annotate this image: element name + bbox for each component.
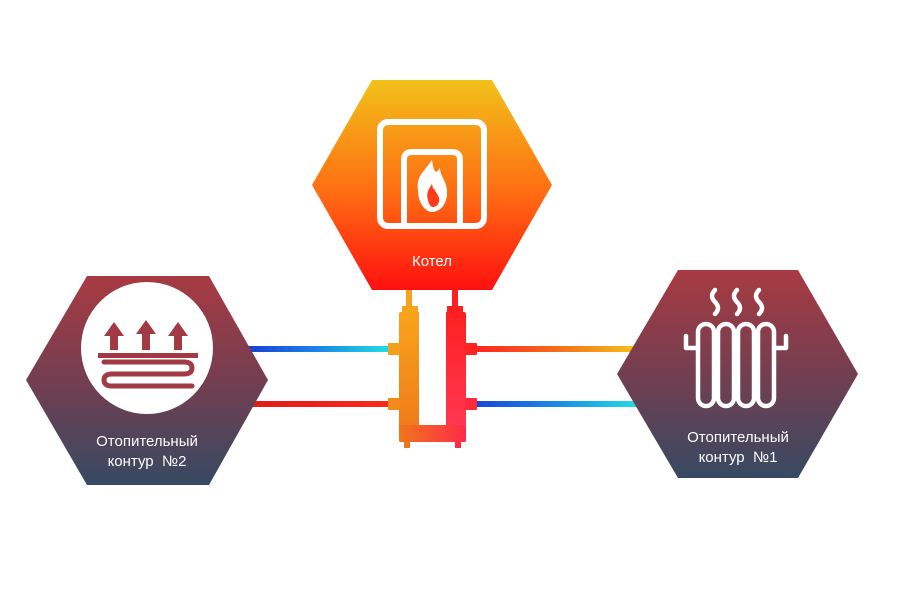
circuit-2-label-line2: контур №2	[108, 453, 187, 470]
separator-right-column	[444, 312, 466, 442]
underfloor-heating-icon	[81, 282, 213, 414]
left-supply-pipe	[246, 401, 392, 407]
boiler-fire-icon	[377, 119, 487, 229]
circuit-2-node: Отопительный контур №2	[26, 276, 268, 485]
separator-nozzle	[465, 398, 477, 410]
right-supply-pipe	[468, 346, 638, 352]
circuit-1-node: Отопительный контур №1	[617, 270, 858, 478]
boiler-supply-pipe	[452, 290, 458, 316]
separator-right-cap	[447, 306, 463, 314]
separator-bottom	[399, 425, 466, 442]
separator-left-cap	[402, 306, 418, 314]
separator-nozzle	[465, 343, 477, 355]
hydraulic-separator	[388, 306, 477, 448]
pipes	[246, 290, 638, 407]
circuit-1-label-line1: Отопительный	[687, 429, 789, 446]
radiator-icon	[683, 287, 789, 409]
boiler-node: Котел	[312, 80, 552, 290]
separator-nozzle	[388, 343, 400, 355]
circuit-1-label-line2: контур №1	[699, 449, 778, 466]
circuit-2-label-line1: Отопительный	[96, 433, 198, 450]
separator-left-column	[399, 312, 421, 442]
boiler-return-pipe	[406, 290, 412, 316]
boiler-label: Котел	[412, 253, 452, 270]
right-return-pipe	[468, 401, 638, 407]
left-return-pipe	[246, 346, 392, 352]
separator-nozzle	[388, 398, 400, 410]
flame-icon	[417, 160, 448, 212]
